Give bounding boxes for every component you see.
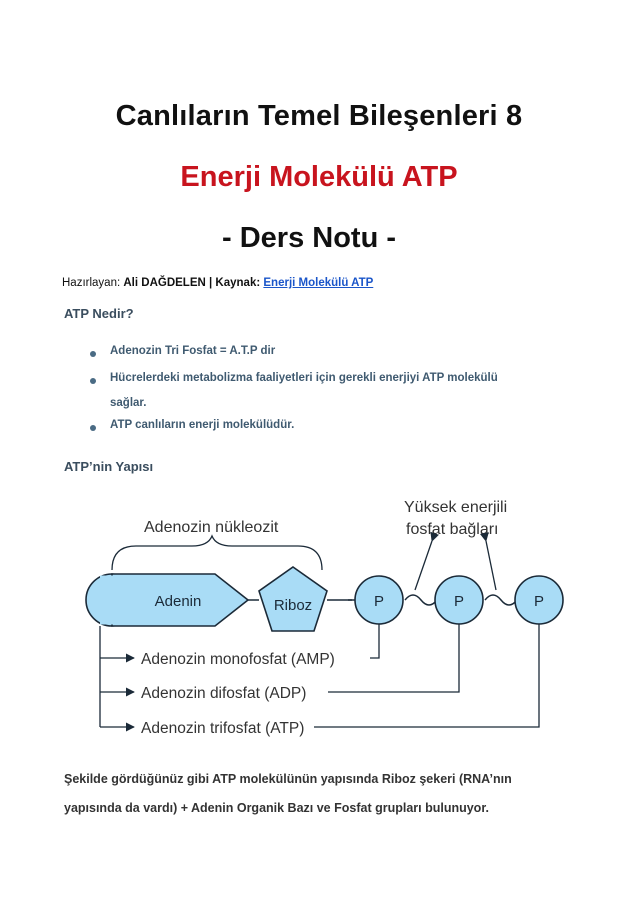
bullet-item-1: Adenozin Tri Fosfat = A.T.P dir (110, 345, 276, 357)
phosphate-2-label: P (454, 593, 464, 610)
atp-label: Adenozin trifosfat (ATP) (141, 720, 304, 737)
paragraph-line-2: yapısında da vardı) + Adenin Organik Baz… (64, 801, 489, 815)
nucleoside-bracket (111, 534, 323, 571)
bullet-item-2: Hücrelerdeki metabolizma faaliyetleri iç… (110, 372, 498, 384)
bullet-dot (90, 425, 96, 431)
high-energy-label-2: fosfat bağları (406, 521, 499, 538)
high-energy-arrow-1 (414, 531, 439, 591)
adenine-label: Adenin (155, 593, 202, 610)
source-link[interactable]: Enerji Molekülü ATP (263, 277, 374, 289)
phosphate-bond-1 (404, 594, 438, 606)
byline: Hazırlayan: Ali DAĞDELEN | Kaynak: Enerj… (62, 277, 373, 289)
bullet-dot (90, 378, 96, 384)
phosphate-3-label: P (534, 593, 544, 610)
adp-label: Adenozin difosfat (ADP) (141, 685, 306, 702)
amp-line (370, 624, 380, 659)
high-energy-arrow-2 (479, 532, 497, 591)
phosphate-1-label: P (374, 593, 384, 610)
bullet-item-3: ATP canlıların enerji molekülüdür. (110, 419, 295, 431)
adp-line (328, 624, 460, 693)
bullet-item-2-continued: sağlar. (110, 397, 147, 409)
section-heading-atp-yapisi: ATP’nin Yapısı (64, 459, 154, 474)
atp-line (314, 624, 540, 728)
section-heading-atp-nedir: ATP Nedir? (64, 306, 134, 321)
byline-separator: | (209, 277, 213, 289)
document-subtitle: Enerji Molekülü ATP (180, 161, 458, 193)
bullet-dot (90, 351, 96, 357)
nucleoside-label: Adenozin nükleozit (144, 519, 279, 536)
prepared-label: Hazırlayan: (62, 277, 121, 289)
document-note-label: - Ders Notu - (222, 222, 396, 254)
source-label: Kaynak: (215, 277, 261, 289)
author-name: Ali DAĞDELEN (123, 277, 206, 289)
paragraph-line-1: Şekilde gördüğünüz gibi ATP molekülünün … (64, 772, 512, 786)
phosphate-bond-2 (484, 594, 518, 606)
ribose-label: Riboz (274, 597, 312, 614)
ribose-pentagon (258, 566, 328, 632)
high-energy-label-1: Yüksek enerjili (404, 499, 507, 516)
amp-label: Adenozin monofosfat (AMP) (141, 651, 335, 668)
document-title: Canlıların Temel Bileşenleri 8 (115, 100, 523, 132)
